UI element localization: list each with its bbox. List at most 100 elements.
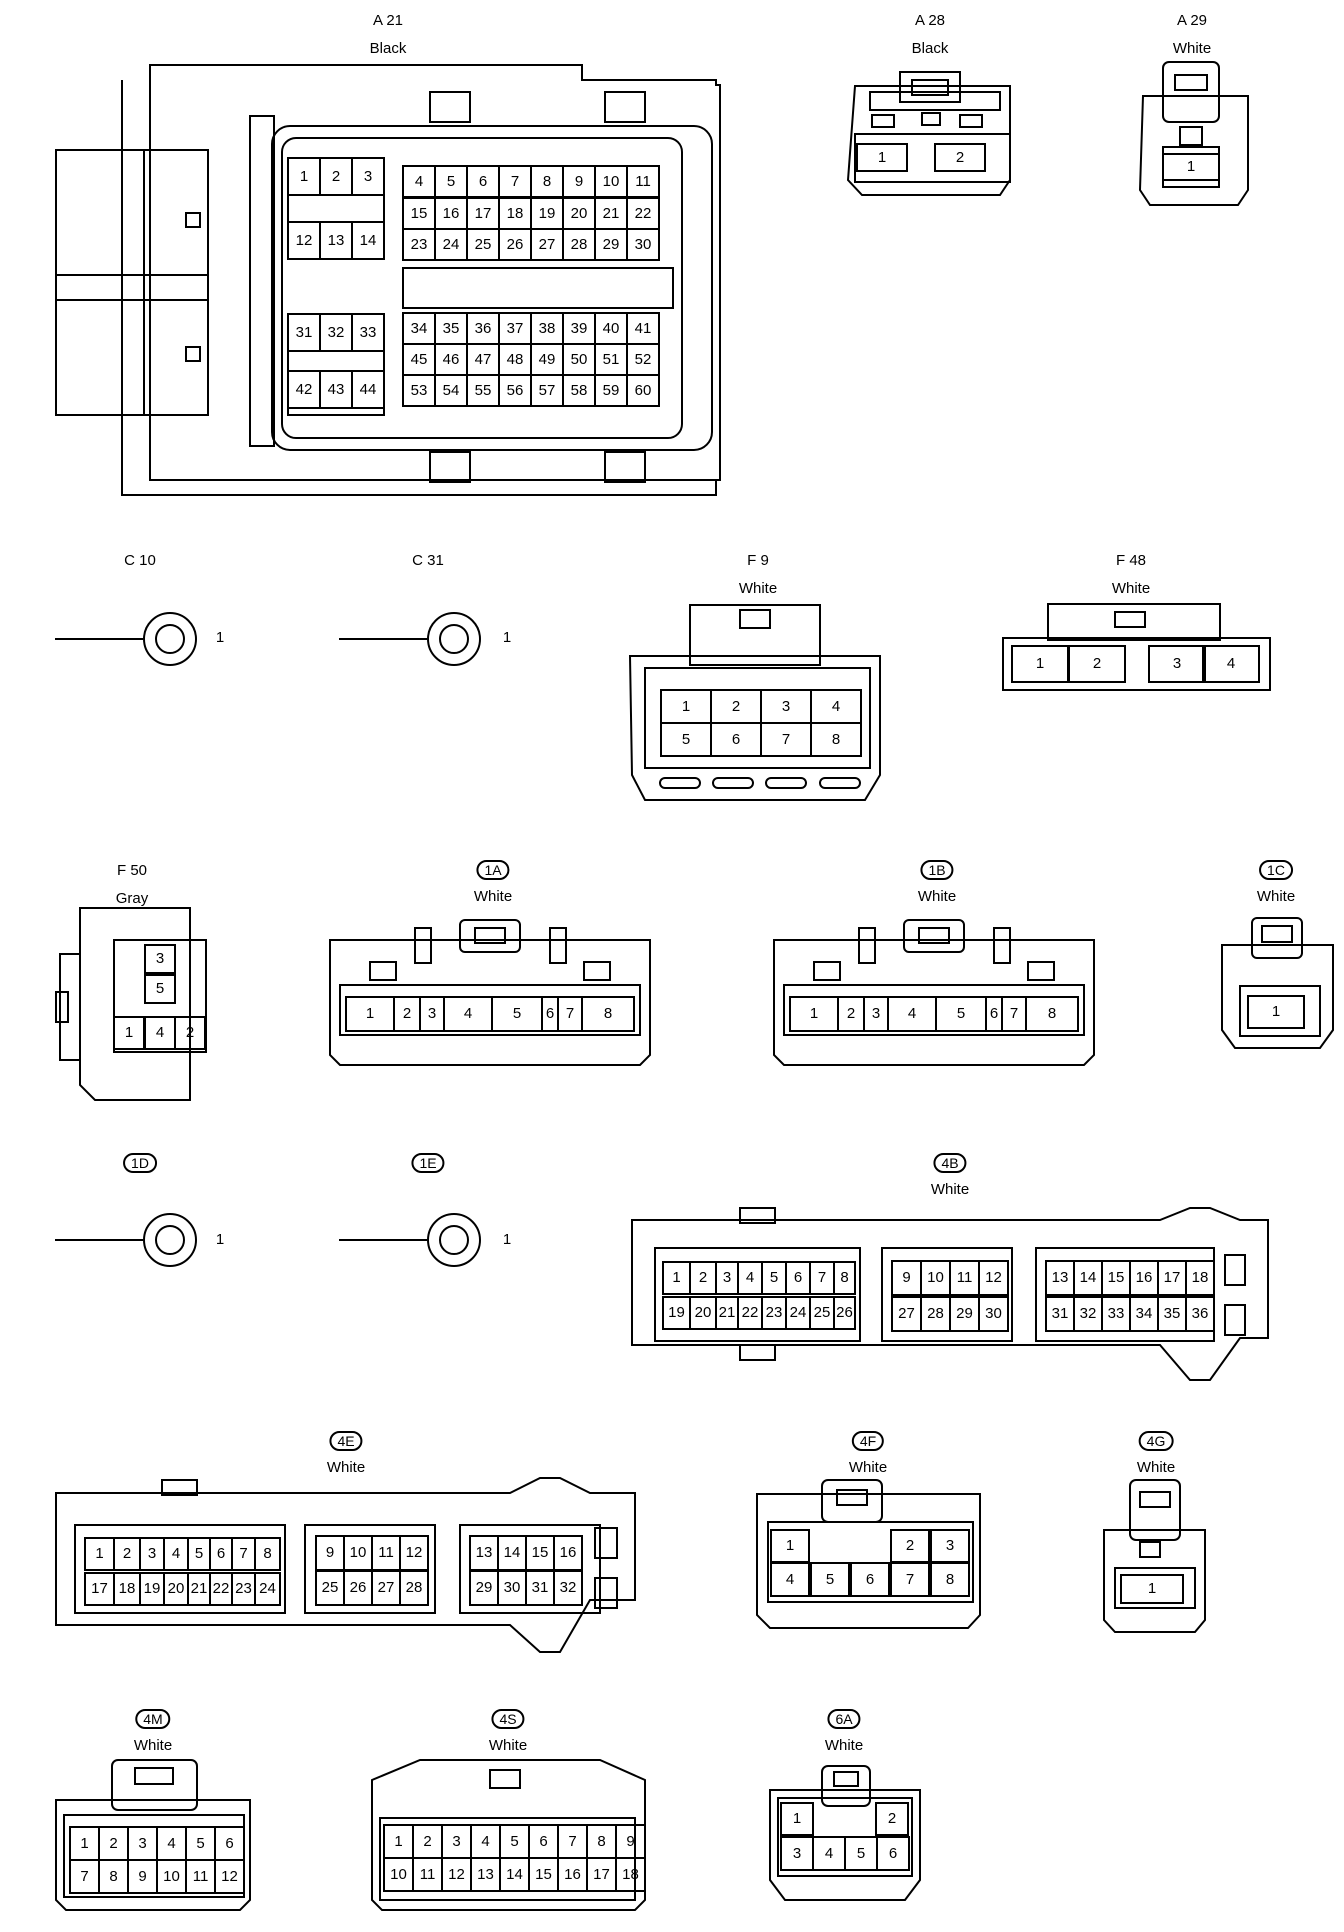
connector-color-label: White	[488, 1737, 528, 1754]
lock-window	[1261, 925, 1293, 943]
lock-tab	[899, 71, 961, 103]
pin-number-label: 13	[477, 1865, 494, 1883]
pin-number-label: 4	[907, 1005, 917, 1022]
connector-color-label: White	[1111, 580, 1151, 597]
pin-cell	[254, 1537, 281, 1571]
lock-tab	[429, 91, 471, 123]
pin-number-label: 1	[95, 1545, 104, 1562]
pin-number-label: 9	[626, 1832, 635, 1850]
housing-outline	[756, 1493, 981, 1629]
housing-outline	[55, 1799, 251, 1911]
pin-cell	[351, 157, 385, 196]
pin-cell	[1162, 153, 1220, 181]
pin-number-label: 1	[80, 1834, 89, 1852]
pin-number-label: 44	[359, 380, 377, 398]
pin-number-label: 10	[390, 1865, 407, 1883]
pin-number-label: 31	[1051, 1305, 1069, 1322]
pin-cell	[1025, 996, 1079, 1032]
lock-tab	[604, 451, 646, 483]
pin-number-label: 29	[475, 1579, 493, 1596]
pin-cell	[351, 221, 385, 260]
socket-outline	[783, 984, 1085, 1036]
latch-window	[1224, 1254, 1246, 1286]
pin-number-label: 47	[474, 350, 492, 368]
pin-cell	[875, 1802, 909, 1836]
connector-code-label: 1A	[476, 860, 510, 880]
pin-number-label: 48	[506, 350, 524, 368]
pin-number-label: 26	[836, 1304, 853, 1321]
lock-tab	[459, 919, 521, 953]
pin-number-label: 29	[602, 235, 620, 253]
pin-number-label: 3	[452, 1832, 461, 1850]
pin-number-label: 6	[989, 1005, 999, 1022]
pin-number-label: 5	[769, 1269, 779, 1286]
pin-number-label: 6	[731, 730, 741, 748]
pin-number-label: 39	[570, 319, 588, 337]
latch-window	[185, 346, 201, 362]
pin-number-label: 12	[985, 1269, 1002, 1286]
pin-cell	[254, 1572, 281, 1606]
pin-cell	[399, 1570, 429, 1606]
connector-code-label: 4F	[851, 1431, 885, 1451]
pin-number-label: 1	[365, 1005, 375, 1022]
pin-cell	[1148, 645, 1206, 683]
pin-number-label: 12	[221, 1867, 238, 1885]
pin-number-label: 9	[138, 1867, 147, 1885]
lock-window	[489, 1769, 521, 1789]
pin-number-label: 24	[789, 1304, 807, 1321]
pin-cell	[351, 370, 385, 409]
latch-window	[1179, 126, 1203, 146]
connector-code-label: 1B	[920, 860, 954, 880]
pin-cell	[833, 1296, 856, 1330]
pin-number-label: 19	[143, 1580, 161, 1597]
pin-number-label: 27	[898, 1305, 915, 1322]
lock-window	[739, 609, 771, 629]
pin-cell	[810, 722, 862, 757]
housing-outline	[149, 64, 721, 481]
pin-number-label: 30	[985, 1305, 1002, 1322]
pin-cell	[833, 1261, 856, 1295]
pin-number-label: 2	[698, 1269, 708, 1286]
pin-number-label: 7	[239, 1545, 248, 1562]
latch-window	[959, 114, 983, 128]
pin-number-label: 15	[535, 1865, 552, 1883]
connector-code-label: F 48	[1115, 552, 1147, 569]
pin-number-label: 2	[122, 1545, 132, 1562]
pin-cell	[581, 996, 635, 1032]
pin-cell	[1120, 1574, 1184, 1604]
lock-tab	[821, 1765, 871, 1807]
lock-tab	[903, 919, 965, 953]
pin-number-label: 2	[109, 1834, 118, 1852]
lock-window	[911, 79, 949, 96]
connector-code-label: A 29	[1176, 12, 1208, 29]
pin-cell	[856, 143, 908, 172]
connector-color-label: White	[1136, 1459, 1176, 1476]
pin-number-label: 1	[1147, 1580, 1157, 1597]
pin-number-label: 8	[109, 1867, 118, 1885]
pin-cell	[978, 1296, 1009, 1332]
pin-number-label: 3	[792, 1844, 802, 1862]
pin-number-label: 27	[377, 1579, 395, 1596]
pin-slot	[712, 777, 754, 789]
pin-number-label: 28	[927, 1305, 944, 1322]
pin-number-label: 10	[349, 1544, 367, 1561]
pin-number-label: 17	[593, 1865, 610, 1883]
pin-number-label: 8	[840, 1269, 849, 1286]
pin-number-label: 6	[865, 1570, 875, 1588]
pin-number-label: 52	[634, 350, 652, 368]
pin-number-label: 57	[538, 381, 556, 399]
connector-code-label: 1E	[411, 1153, 445, 1173]
pin-number-label: 16	[559, 1544, 577, 1561]
lock-window	[1174, 74, 1208, 91]
connector-code-label: 1C	[1259, 860, 1293, 880]
pin-number-label: 7	[781, 730, 791, 748]
side-rail	[249, 115, 275, 447]
connector-code-label: 4M	[135, 1709, 171, 1729]
latch-window	[369, 961, 397, 981]
pin-number-label: 2	[731, 697, 741, 715]
housing-outline	[631, 1207, 1269, 1381]
pin-slot	[819, 777, 861, 789]
pin-number-label: 2	[185, 1024, 195, 1041]
pin-number-label: 23	[235, 1580, 252, 1597]
